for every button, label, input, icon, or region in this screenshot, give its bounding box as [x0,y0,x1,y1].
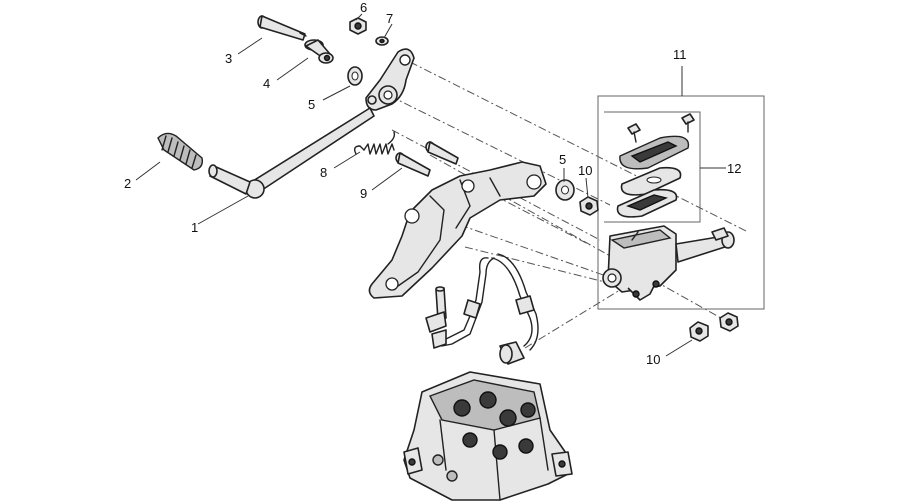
part-nut-top [349,17,367,35]
part-bushing [304,39,334,64]
callout-10-upper: 10 [578,163,592,178]
part-washer-small [375,36,389,46]
part-mounting-bolts [395,141,459,177]
callout-1: 1 [191,220,198,235]
callout-10-lower: 10 [646,352,660,367]
callout-labels: 1 2 3 4 5 6 7 8 9 5 10 11 12 10 [124,0,741,367]
callout-5-lower: 5 [559,152,566,167]
part-brake-caliper [403,371,573,501]
callout-5-upper: 5 [308,97,315,112]
part-reservoir-seal [616,188,678,218]
callout-6: 6 [360,0,367,15]
part-reservoir-cap-screws [627,113,695,143]
part-pedal-rod [208,107,375,199]
part-pedal-rubber [157,132,204,171]
callout-8: 8 [320,165,327,180]
part-nut-bracket [579,196,599,216]
callout-12: 12 [727,161,741,176]
part-reservoir-diaphragm [620,166,682,196]
callout-3: 3 [225,51,232,66]
callout-9: 9 [360,186,367,201]
part-washer-left [347,66,363,86]
part-washer-right [555,179,575,201]
callout-7: 7 [386,11,393,26]
part-brake-lever-arm [365,48,415,111]
leader-lines [135,13,726,357]
part-return-spring [353,131,396,155]
callout-4: 4 [263,76,270,91]
part-footrest-bracket [368,161,547,299]
part-nuts-lower [689,312,739,342]
part-master-cylinder [602,225,735,301]
callout-11: 11 [673,47,687,62]
reservoir-subgroup-bracket [604,111,701,223]
callout-2: 2 [124,176,131,191]
part-reservoir-cap [619,135,690,170]
part-pivot-pin [257,15,307,41]
part-brake-hose [425,253,539,365]
master-cylinder-group-frame [597,95,765,310]
